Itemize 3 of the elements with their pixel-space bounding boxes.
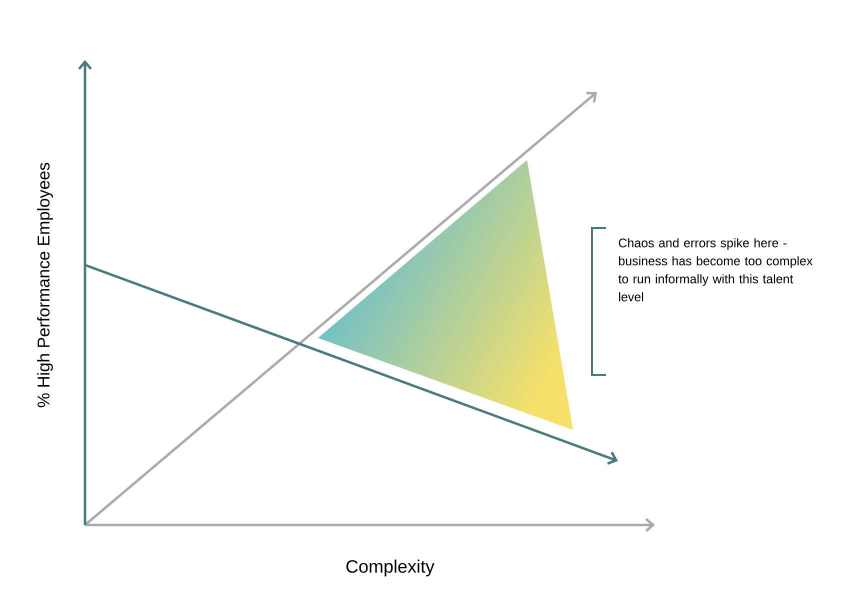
axis-label: % High Performance Employees xyxy=(37,162,53,408)
annotation-text: Chaos and errors spike here - business has become too complex to run informally with this talent level xyxy=(618,238,813,302)
axis-label: Complexity xyxy=(346,560,434,576)
